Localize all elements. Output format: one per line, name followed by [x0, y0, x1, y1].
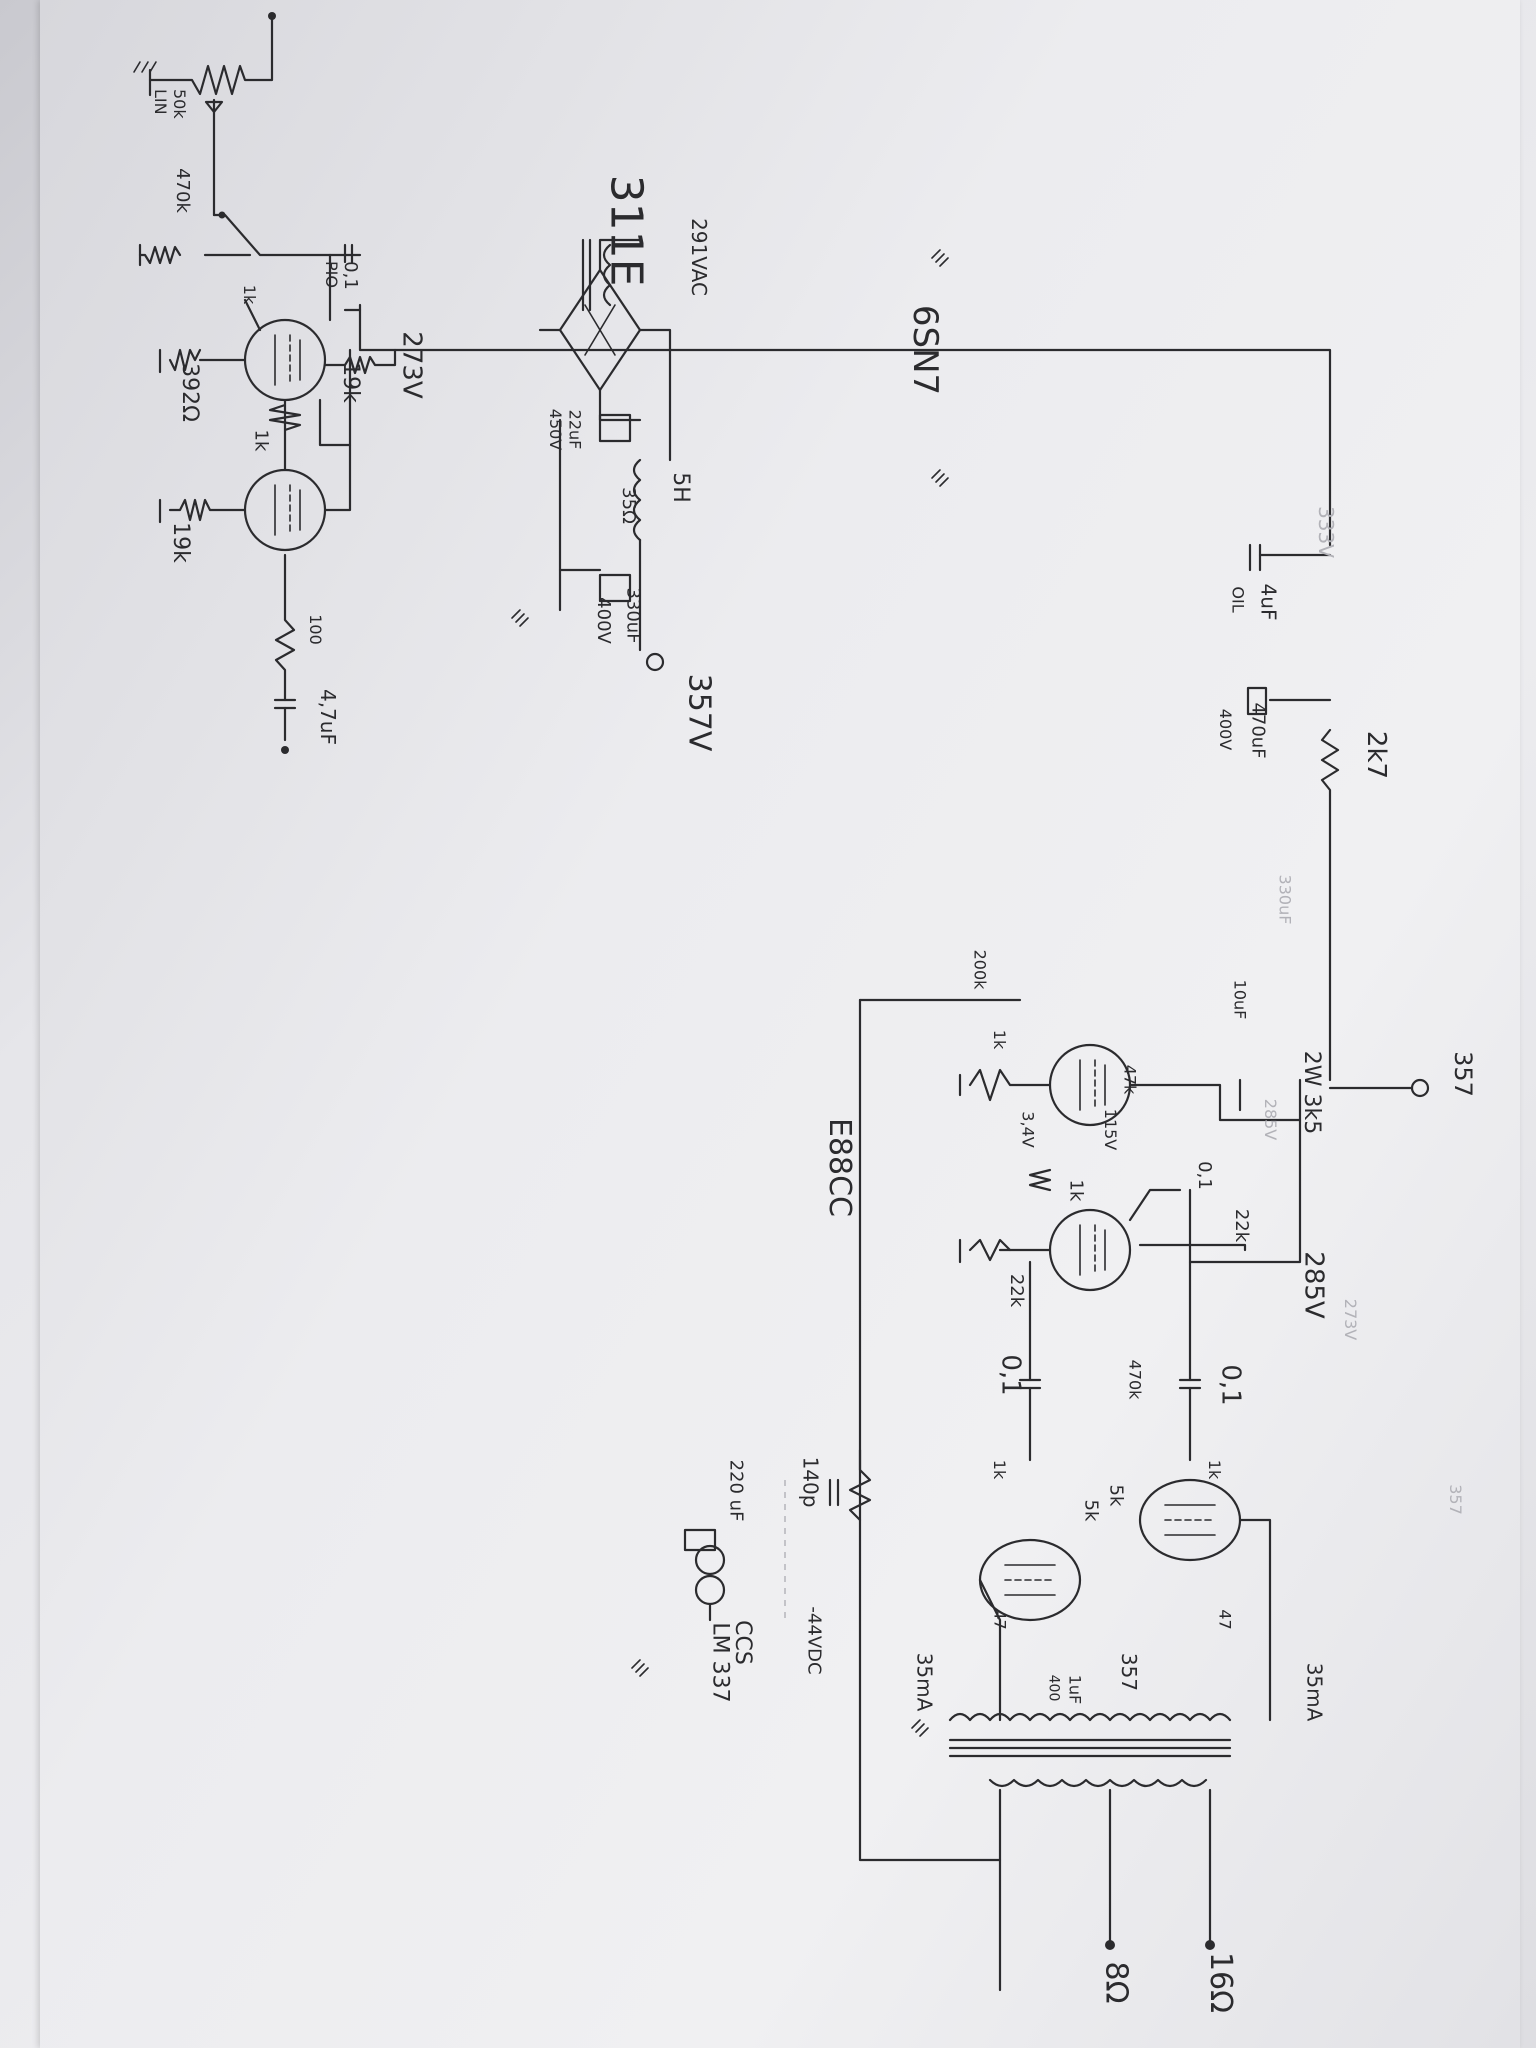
- rail-caps: [1246, 543, 1332, 716]
- label-3k5: 2W 3k5: [1299, 1050, 1325, 1135]
- label-311e: 311E: [600, 174, 652, 287]
- label-19k-a: 19k: [337, 362, 363, 403]
- label-470k-b: 470k: [1125, 1359, 1145, 1400]
- label-273v-faint: 273V: [1341, 1298, 1361, 1341]
- label-10uf: 10uF: [1230, 979, 1250, 1020]
- label-330uf-v: 400V: [592, 597, 614, 644]
- label-6sn7: 6SN7: [905, 304, 946, 396]
- label-1k-e2: 1k: [1065, 1179, 1087, 1202]
- label-285v: 285V: [1298, 1251, 1329, 1319]
- label-450v: 450V: [546, 408, 566, 451]
- label-1k-e: 1k: [990, 1029, 1010, 1050]
- label-357v-psu: 357V: [681, 673, 717, 752]
- label-5k-a: 5k: [1105, 1484, 1127, 1507]
- label-1uf: 1uF: [1065, 1674, 1085, 1705]
- label-35ohm: 35Ω: [617, 487, 639, 524]
- label-140p: 140p: [798, 1456, 823, 1508]
- label-357-psu-ag: 357: [1117, 1652, 1142, 1692]
- volume-pot: [133, 12, 276, 217]
- label-pio: PIO: [321, 261, 341, 288]
- ccs-lm337: [683, 1528, 726, 1622]
- label-0.1c: 0,1: [1215, 1364, 1246, 1406]
- label-lm337: LM 337: [707, 1622, 733, 1703]
- label-273v: 273V: [396, 331, 427, 399]
- label-333v: 333V: [1313, 506, 1338, 558]
- label-e88cc: E88CC: [822, 1117, 858, 1218]
- label-285v-faint: 285V: [1261, 1098, 1281, 1141]
- label-1k-o1: 1k: [1205, 1459, 1225, 1480]
- label-1k-o2: 1k: [990, 1459, 1010, 1480]
- label-8ohm: 8Ω: [1098, 1961, 1134, 2004]
- input-cap-0.1: [328, 243, 362, 264]
- label-1uf-v: 400: [1045, 1674, 1062, 1702]
- label-22k-a: 22k: [1231, 1208, 1253, 1243]
- label-35ma-b: 35mA: [912, 1652, 937, 1712]
- output-transformer: [948, 1712, 1232, 1788]
- label-1k-k: 1k: [250, 429, 272, 452]
- paper-sheet: [40, 0, 1520, 2048]
- ground-symbols: [511, 249, 949, 1737]
- label-1k-grid: 1k: [240, 284, 260, 305]
- label-392: 392Ω: [176, 363, 202, 422]
- grid-leak-470k: [138, 243, 252, 267]
- label-330uf: 330uF: [622, 587, 644, 644]
- label-200k: 200k: [970, 949, 990, 990]
- label-220uf: 220 uF: [725, 1459, 747, 1522]
- label-470uf: 470uF: [1247, 702, 1269, 759]
- label-4.7uf: 4,7uF: [316, 689, 340, 745]
- label-400v: 400V: [1216, 708, 1236, 751]
- label-100: 100: [305, 614, 325, 645]
- label-4uf: 4uF: [1256, 583, 1281, 621]
- label-19k-b: 19k: [167, 522, 193, 563]
- label-2k7: 2k7: [1361, 730, 1392, 780]
- label-115v: 115V: [1101, 1108, 1121, 1151]
- label-22k-b: 22k: [1006, 1273, 1028, 1308]
- label-5k-b: 5k: [1080, 1499, 1102, 1522]
- label-0.1: 0,1: [339, 261, 361, 290]
- label-50k-lin: 50k LIN: [151, 89, 189, 119]
- label-ccs: CCS: [729, 1620, 755, 1665]
- label-35ma-a: 35mA: [1302, 1662, 1327, 1722]
- label-291vac: 291VAC: [686, 218, 711, 296]
- label-oil: OIL: [1228, 586, 1248, 613]
- label-0.1d: 0,1: [995, 1354, 1026, 1396]
- label-5h: 5H: [667, 472, 693, 503]
- label-16ohm: 16Ω: [1203, 1951, 1239, 2014]
- label-22uf: 22uF: [565, 409, 585, 450]
- label-47k: 47k: [1120, 1064, 1140, 1095]
- input-terminal: [268, 12, 276, 20]
- label-3.4v: 3,4V: [1018, 1111, 1038, 1148]
- label-357-faint: 357: [1445, 1484, 1465, 1515]
- label-357-top: 357: [1448, 1051, 1477, 1097]
- label-bias: -44VDC: [803, 1606, 825, 1675]
- label-0.1b: 0,1: [1193, 1161, 1215, 1190]
- label-330uf-faint: 330uF: [1275, 874, 1295, 925]
- label-47-a: 47: [1215, 1609, 1235, 1630]
- label-470k: 470k: [171, 168, 193, 213]
- label-47-b: 47: [990, 1609, 1010, 1630]
